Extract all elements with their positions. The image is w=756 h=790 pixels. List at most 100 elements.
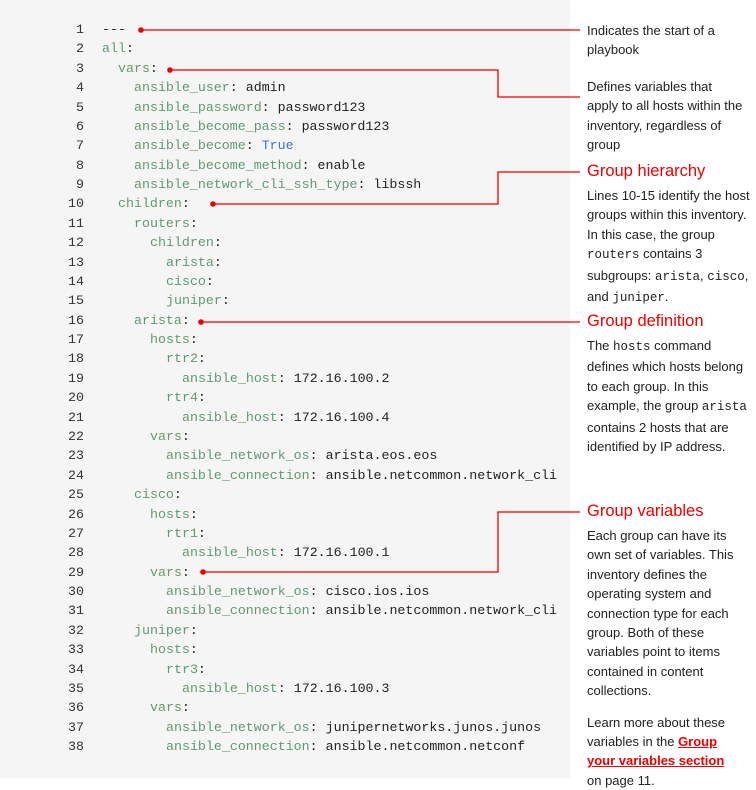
line-number: 9: [76, 177, 84, 193]
line-number: 12: [68, 235, 84, 251]
yaml-value: cisco.ios.ios: [325, 584, 430, 600]
code-text: ansible_password: password123: [134, 99, 366, 115]
line-number: 2: [76, 41, 84, 57]
line-number: 38: [68, 739, 84, 755]
line-number: 28: [68, 545, 84, 561]
line-number: 25: [68, 487, 84, 503]
yaml-value: True: [261, 138, 294, 154]
line-number: 10: [68, 196, 84, 212]
code-text: ansible_network_os: junipernetworks.juno…: [166, 719, 542, 735]
yaml-key: ansible_connection: [166, 467, 310, 483]
yaml-key: cisco: [166, 273, 206, 289]
code-text: ---: [102, 20, 126, 39]
code-text: ansible_become: True: [134, 138, 294, 154]
code-text: ansible_network_os: arista.eos.eos: [166, 448, 438, 464]
line-number: 4: [76, 80, 84, 96]
line-number: 13: [68, 254, 84, 270]
code-text: ansible_connection: ansible.netcommon.ne…: [166, 739, 526, 755]
yaml-key: arista: [166, 254, 214, 270]
yaml-value: arista.eos.eos: [325, 448, 438, 464]
note-text: The hosts command defines which hosts be…: [587, 338, 747, 455]
code-text: rtr2:: [166, 351, 206, 367]
yaml-key: ansible_connection: [166, 603, 310, 619]
yaml-key: hosts: [150, 642, 190, 658]
line-number: 15: [68, 293, 84, 309]
yaml-key: rtr2: [166, 351, 198, 367]
yaml-value: ansible.netcommon.network_cli: [325, 467, 558, 483]
yaml-key: vars: [150, 564, 182, 580]
code-text: ansible_host: 172.16.100.4: [182, 409, 390, 425]
code-text: children:: [150, 235, 222, 251]
code-text: rtr4:: [166, 390, 206, 406]
yaml-key: arista: [134, 312, 182, 328]
yaml-value: password123: [277, 99, 366, 115]
code-text: ansible_user: admin: [134, 80, 286, 96]
yaml-key: all: [102, 41, 126, 57]
code-text: rtr3:: [166, 661, 206, 677]
yaml-value: 172.16.100.1: [293, 545, 390, 561]
yaml-value: 172.16.100.2: [293, 370, 390, 386]
yaml-value: 172.16.100.4: [293, 409, 390, 425]
yaml-value: ansible.netcommon.network_cli: [325, 603, 558, 619]
note-text: Each group can have its own set of varia…: [587, 528, 734, 699]
yaml-value: libssh: [373, 177, 422, 193]
yaml-key: ansible_host: [182, 545, 278, 561]
line-number: 17: [68, 332, 84, 348]
code-text: vars:: [150, 700, 190, 716]
note-start: Indicates the start of a playbook: [587, 21, 752, 60]
line-number: 34: [68, 661, 84, 677]
code-text: ansible_become_pass: password123: [134, 118, 390, 134]
note-group-variables: Group variables Each group can have its …: [587, 500, 745, 790]
line-number: 29: [68, 564, 84, 580]
group-variables-link[interactable]: Group your variables section: [587, 734, 725, 769]
yaml-key: vars: [150, 428, 182, 444]
code-text: children:: [118, 196, 190, 212]
code-text: juniper:: [166, 293, 230, 309]
code-text: hosts:: [150, 506, 198, 522]
yaml-key: ansible_become_method: [134, 157, 302, 173]
dot-marker: [210, 201, 216, 207]
yaml-key: children: [150, 235, 214, 251]
line-number: 31: [68, 603, 84, 619]
code-text: ansible_network_os: cisco.ios.ios: [166, 584, 430, 600]
code-text: ansible_host: 172.16.100.3: [182, 680, 390, 696]
code-text: vars:: [150, 428, 190, 444]
code-text: vars:: [150, 564, 190, 580]
code-text: vars:: [118, 60, 158, 76]
yaml-value: junipernetworks.junos.junos: [325, 719, 542, 735]
note-vars: Defines variables that apply to all host…: [587, 77, 745, 155]
line-number: 3: [76, 60, 84, 76]
yaml-value: 172.16.100.3: [293, 680, 390, 696]
line-number: 11: [68, 215, 84, 231]
note-text: Defines variables that apply to all host…: [587, 79, 743, 153]
yaml-key: rtr3: [166, 661, 198, 677]
code-text: cisco:: [134, 487, 182, 503]
code-text: cisco:: [166, 273, 214, 289]
line-number: 1: [76, 22, 84, 37]
code-text: rtr1:: [166, 525, 206, 541]
connector-hierarchy: [213, 171, 580, 205]
note-text: Lines 10-15 identify the host groups wit…: [587, 188, 750, 306]
yaml-key: ansible_host: [182, 680, 278, 696]
code-text: ansible_become_method: enable: [134, 157, 366, 173]
yaml-key: ansible_user: [134, 80, 230, 96]
yaml-value: ansible.netcommon.netconf: [325, 739, 526, 755]
code-text: hosts:: [150, 642, 198, 658]
yaml-key: ansible_host: [182, 409, 278, 425]
line-number: 35: [68, 680, 84, 696]
line-number: 24: [68, 467, 84, 483]
line-number: 33: [68, 642, 84, 658]
note-heading: Group definition: [587, 312, 704, 330]
yaml-key: vars: [118, 60, 150, 76]
line-number: 23: [68, 448, 84, 464]
line-number: 37: [68, 719, 84, 735]
yaml-key: ansible_password: [134, 99, 262, 115]
line-number: 32: [68, 622, 84, 638]
code-text: ansible_host: 172.16.100.1: [182, 545, 390, 561]
note-text: Indicates the start of a playbook: [587, 23, 715, 58]
line-number: 16: [68, 312, 84, 328]
yaml-key: hosts: [150, 506, 190, 522]
line-number: 18: [68, 351, 84, 367]
line-number: 26: [68, 506, 84, 522]
